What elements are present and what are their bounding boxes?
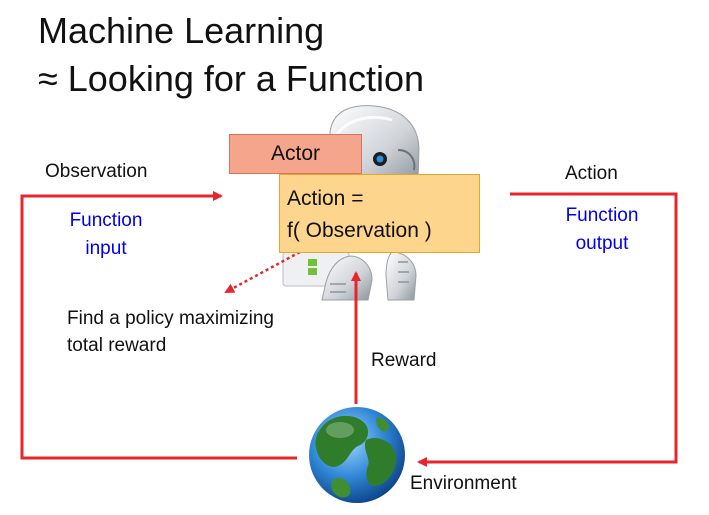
- actor-box: Actor: [229, 134, 362, 174]
- action-arrow: [417, 192, 678, 467]
- robot-icon: [282, 105, 420, 301]
- observation-arrow: [20, 191, 297, 460]
- globe-icon: [309, 407, 405, 503]
- title-line-2: ≈ Looking for a Function: [38, 58, 424, 99]
- function-output-line-2: output: [575, 232, 629, 254]
- action-label: Action: [565, 163, 618, 184]
- function-output-label: Function output: [552, 205, 652, 256]
- environment-label: Environment: [410, 473, 517, 494]
- formula-line-1: Action =: [287, 187, 364, 210]
- policy-line-1: Find a policy maximizing: [67, 308, 274, 329]
- function-input-line-2: input: [85, 237, 127, 259]
- title-line-1: Machine Learning: [38, 10, 325, 51]
- function-input-line-1: Function: [69, 210, 143, 231]
- policy-pointer-arrow: [224, 250, 301, 294]
- policy-note: Find a policy maximizing total reward: [67, 306, 274, 359]
- actor-label: Actor: [270, 142, 320, 165]
- function-input-label: Function input: [56, 210, 156, 261]
- observation-label: Observation: [45, 161, 148, 182]
- formula-box: Action = f( Observation ): [279, 174, 480, 253]
- reward-label: Reward: [371, 350, 437, 371]
- formula-line-2: f( Observation ): [287, 218, 432, 242]
- function-output-line-1: Function: [565, 205, 639, 226]
- policy-line-2: total reward: [67, 334, 167, 356]
